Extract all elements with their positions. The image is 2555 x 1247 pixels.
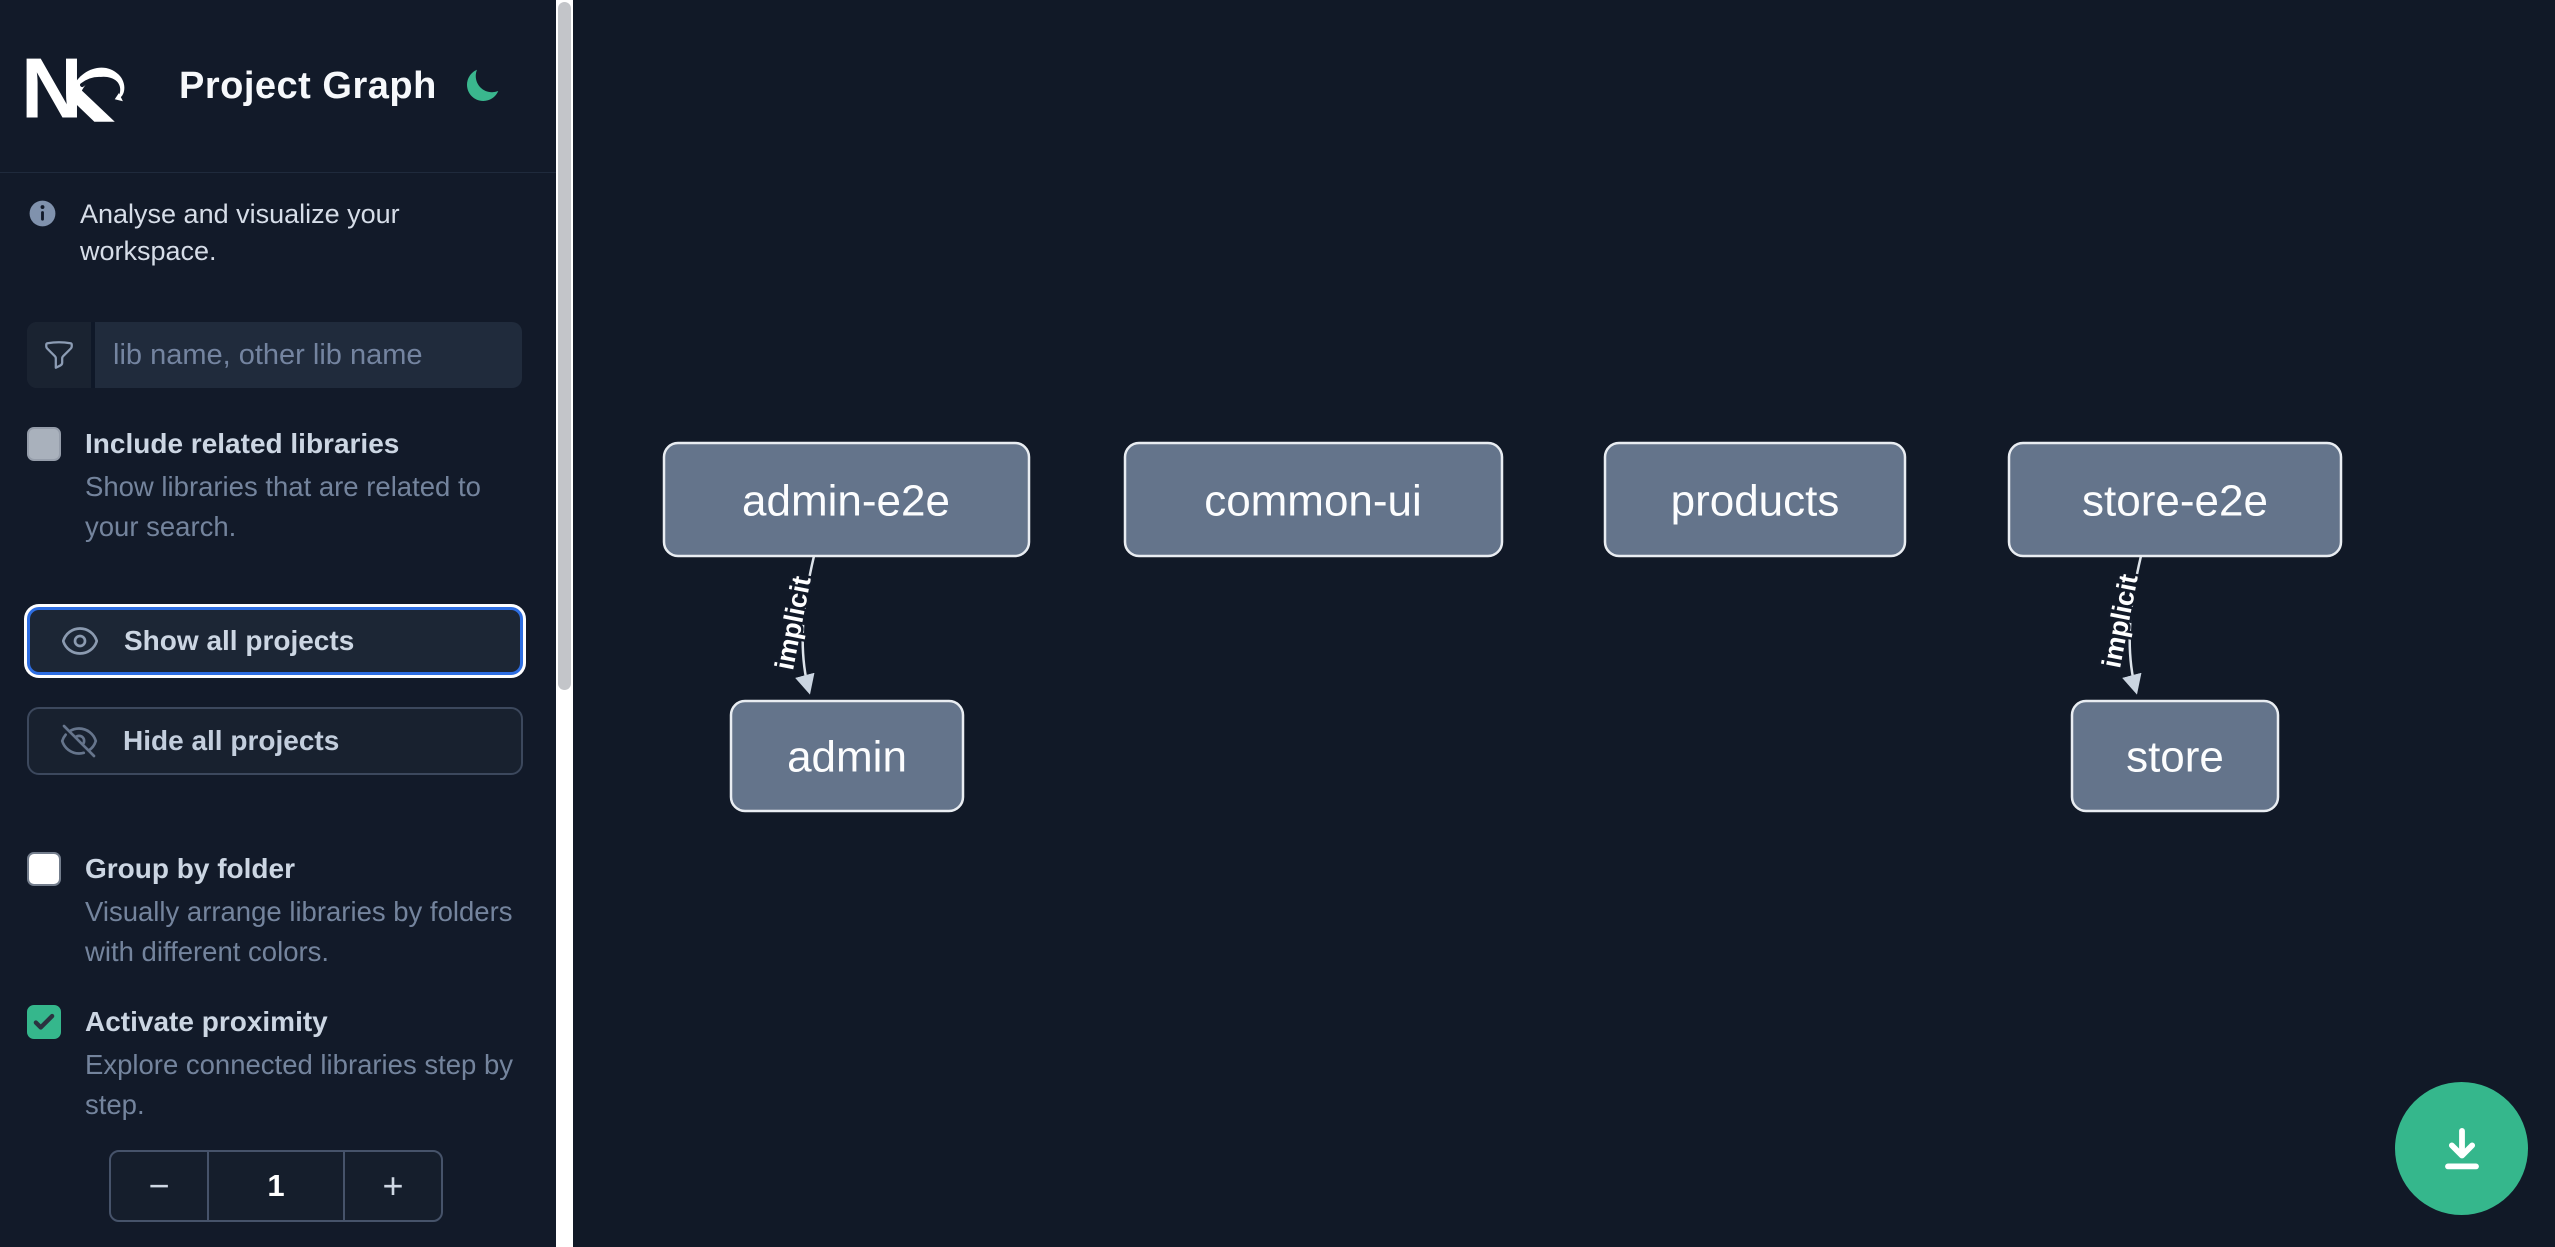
filter-input-group xyxy=(27,322,522,388)
svg-text:N: N xyxy=(25,50,83,122)
activate-proximity-label[interactable]: Activate proximity xyxy=(85,1006,328,1037)
sidebar-scrollbar-track[interactable] xyxy=(556,0,573,1247)
hide-all-projects-button[interactable]: Hide all projects xyxy=(27,707,523,775)
download-icon xyxy=(2444,1127,2479,1169)
node-label: products xyxy=(1671,477,1840,526)
dependency-edge-store: implicit xyxy=(2094,555,2146,695)
show-all-projects-button[interactable]: Show all projects xyxy=(27,607,523,675)
include-related-description: Show libraries that are related to your … xyxy=(85,471,481,542)
node-label: store xyxy=(2126,733,2224,782)
node-label: store-e2e xyxy=(2082,477,2268,526)
group-by-folder-description: Visually arrange libraries by folders wi… xyxy=(85,896,513,967)
option-group-by-folder: Group by folder Visually arrange librari… xyxy=(27,849,527,972)
activate-proximity-description: Explore connected libraries step by step… xyxy=(85,1049,514,1120)
edge-label-implicit: implicit xyxy=(2096,572,2143,671)
group-by-folder-checkbox[interactable] xyxy=(27,852,61,886)
nx-logo-icon: N xyxy=(25,50,125,122)
eye-slash-icon xyxy=(60,724,98,758)
proximity-increment-button[interactable]: + xyxy=(345,1152,441,1220)
filter-input[interactable] xyxy=(95,322,522,388)
project-node-admin[interactable]: admin xyxy=(729,699,965,813)
workspace-description: Analyse and visualize your workspace. xyxy=(80,199,400,266)
moon-icon xyxy=(467,69,499,101)
proximity-decrement-button[interactable]: − xyxy=(111,1152,207,1220)
download-graph-button[interactable] xyxy=(2395,1082,2528,1215)
funnel-icon xyxy=(45,341,73,369)
edge-label-implicit: implicit xyxy=(769,574,816,673)
sidebar: N Project Graph Analyse and visualize yo… xyxy=(0,0,556,1247)
hide-all-projects-label: Hide all projects xyxy=(123,725,340,756)
include-related-label[interactable]: Include related libraries xyxy=(85,428,400,459)
graph-canvas[interactable]: implicit implicit admin-e2e common-ui pr… xyxy=(573,0,2555,1247)
page-title: Project Graph xyxy=(179,64,437,107)
funnel-icon-cell xyxy=(27,322,95,388)
show-all-projects-label: Show all projects xyxy=(124,625,355,656)
project-graph-svg[interactable]: implicit implicit admin-e2e common-ui pr… xyxy=(573,0,2555,1247)
eye-icon xyxy=(61,627,99,655)
sidebar-scrollbar-thumb[interactable] xyxy=(558,2,571,690)
node-label: common-ui xyxy=(1204,477,1422,526)
node-label: admin-e2e xyxy=(742,477,950,526)
check-icon xyxy=(33,1013,55,1030)
include-related-checkbox[interactable] xyxy=(27,427,61,461)
project-node-store[interactable]: store xyxy=(2070,699,2280,813)
sidebar-header: N Project Graph xyxy=(0,0,556,173)
theme-toggle-button[interactable] xyxy=(462,66,502,106)
project-node-admin-e2e[interactable]: admin-e2e xyxy=(662,441,1031,558)
activate-proximity-checkbox[interactable] xyxy=(27,1005,61,1039)
info-icon xyxy=(29,200,56,227)
proximity-value: 1 xyxy=(207,1152,345,1220)
project-node-store-e2e[interactable]: store-e2e xyxy=(2007,441,2343,558)
project-node-products[interactable]: products xyxy=(1603,441,1907,558)
project-node-common-ui[interactable]: common-ui xyxy=(1123,441,1504,558)
group-by-folder-label[interactable]: Group by folder xyxy=(85,853,295,884)
option-include-related: Include related libraries Show libraries… xyxy=(27,424,527,547)
workspace-intro: Analyse and visualize your workspace. xyxy=(27,196,527,270)
option-activate-proximity: Activate proximity Explore connected lib… xyxy=(27,1002,527,1125)
proximity-stepper: − 1 + xyxy=(109,1150,443,1222)
node-label: admin xyxy=(787,733,907,782)
dependency-edge-admin: implicit xyxy=(767,555,819,695)
